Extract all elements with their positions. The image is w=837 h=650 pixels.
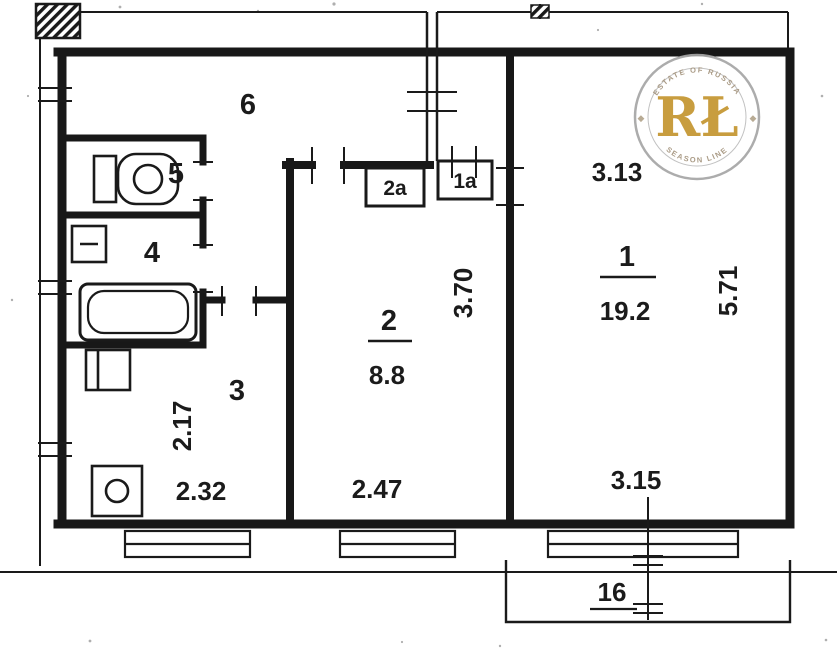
shaft-wall	[425, 12, 439, 161]
room-1-area: 19.2	[600, 296, 651, 326]
dim-kitchen-width: 2.32	[176, 476, 227, 506]
dim-right-side: 5.71	[713, 266, 743, 317]
left-wall-window-ticks	[38, 87, 72, 457]
dim-top-right: 3.13	[592, 157, 643, 187]
outer-walls	[53, 47, 795, 529]
closet-1a-label: 1а	[453, 170, 477, 193]
dim-balcony-width: 3.15	[611, 465, 662, 495]
hatched-pier-left	[34, 2, 82, 40]
watermark-letters: RŁ	[655, 85, 738, 149]
balcony-outline	[504, 560, 792, 624]
room-6-label: 6	[240, 89, 256, 121]
dim-room2-width: 2.47	[352, 474, 403, 504]
room-2-door-ticks	[311, 147, 345, 184]
room-3-label: 3	[229, 375, 245, 407]
washbasin-icon	[70, 224, 108, 264]
room-2-area: 8.8	[369, 360, 405, 390]
bathtub-icon	[78, 282, 198, 342]
closet-1a-box	[436, 159, 494, 201]
balcony-label: 16	[598, 577, 627, 607]
room-1-door-ticks	[496, 167, 524, 206]
cabinet-icon	[84, 348, 132, 392]
toilet-icon	[92, 152, 180, 206]
room-2-walls	[282, 158, 434, 528]
bathroom-block-walls	[60, 134, 207, 349]
watermark-stamp: RŁ ESTATE OF RUSSIA SEASON LINE ◆ ◆	[633, 53, 761, 181]
shaft-ticks	[407, 91, 477, 178]
sink-icon	[90, 464, 144, 518]
watermark-diamond-left: ◆	[638, 113, 645, 123]
balcony-dim-line	[633, 497, 663, 620]
hatched-pier-mid	[530, 4, 550, 19]
room-1-label: 1	[619, 241, 635, 273]
room-4-label: 4	[144, 237, 160, 269]
dim-kitchen-depth: 2.17	[167, 401, 197, 452]
building-context-lines	[0, 4, 837, 573]
watermark-inner-ring	[647, 67, 747, 167]
bottom-windows	[123, 529, 740, 559]
watermark-outer-ring	[633, 53, 761, 181]
kitchen-door-ticks	[221, 286, 257, 316]
closet-2a-box	[364, 166, 426, 208]
room-2-label: 2	[381, 305, 397, 337]
room-5-label: 5	[168, 158, 184, 190]
watermark-diamond-right: ◆	[750, 113, 757, 123]
dim-room2-depth: 3.70	[448, 268, 478, 319]
closet-2a-label: 2а	[383, 177, 407, 200]
scan-noise	[10, 2, 828, 648]
